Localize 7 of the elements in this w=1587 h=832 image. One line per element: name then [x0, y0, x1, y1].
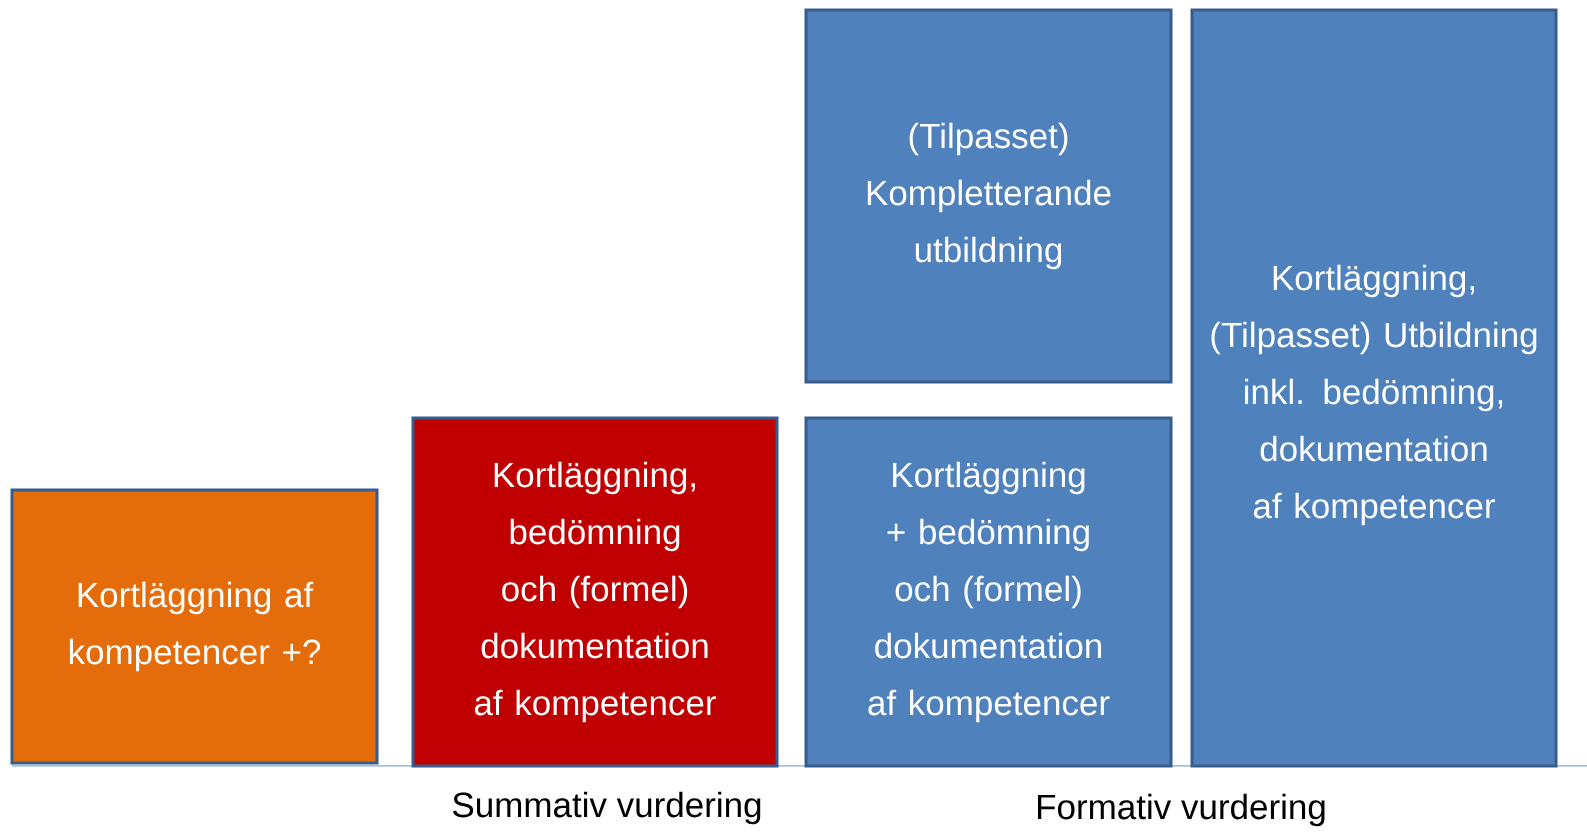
axis-label: Formativ vurdering: [1038, 793, 1325, 827]
text-box: Kortläggning + bedömning och (formel) dokumentation af kompetencer: [804, 416, 1173, 768]
text-box: Kortläggning, bedömning och (formel) dokumentation af kompetencer: [411, 416, 779, 768]
text-box: Kortläggning af kompetencer +?: [10, 488, 379, 765]
text-box: (Tilpasset) Kompletterande utbildning: [804, 8, 1173, 384]
axis-label: Summativ vurdering: [453, 791, 761, 825]
text-box: Kortläggning, (Tilpasset) Utbildning inkl. bedömning, dokumentation af kompetencer: [1190, 8, 1558, 768]
